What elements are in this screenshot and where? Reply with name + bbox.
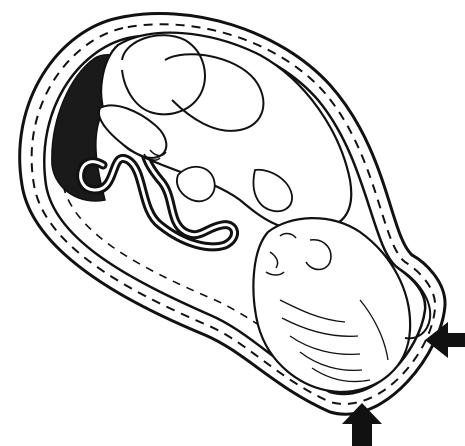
fetus-head <box>253 218 410 392</box>
arrow-up-icon <box>342 403 382 446</box>
fetus-hand <box>177 167 215 202</box>
